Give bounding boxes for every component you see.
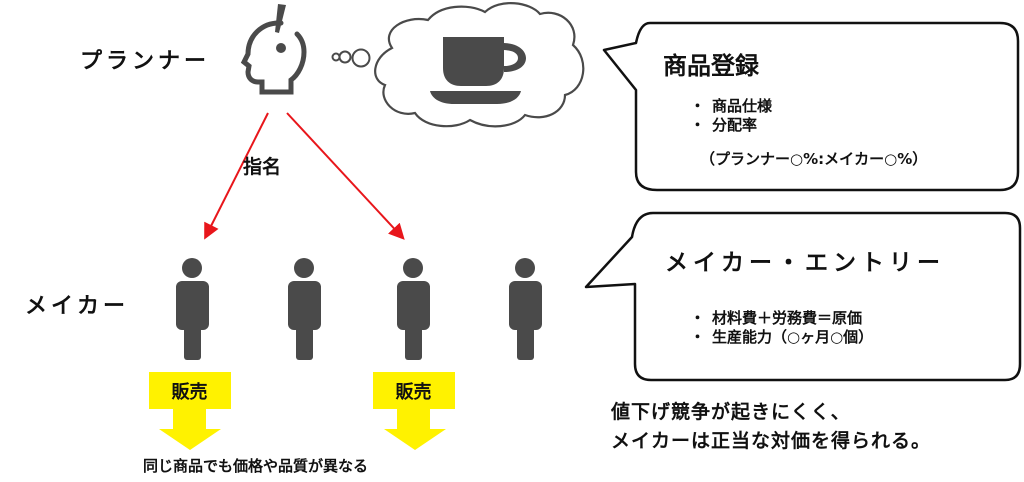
planner-label: プランナー [80,48,211,74]
sale-arrow-left [149,372,231,450]
maker-entry-list: ・材料費＋労務費＝原価 ・生産能力（○ヶ月○個） [690,309,873,347]
person-icon [288,258,321,360]
speech-bubble-product-registration [602,21,1020,192]
maker-entry-title: メイカー・エントリー [665,249,945,276]
product-registration-list: ・商品仕様 ・分配率 [690,97,772,135]
distribution-rate-note: （プランナー○%:メイカー○%） [700,150,928,168]
maker-label: メイカー [25,293,130,319]
person-icon [509,258,542,360]
speech-bubble-maker-entry [584,211,1022,382]
product-registration-title: 商品登録 [663,52,759,80]
list-item: ・材料費＋労務費＝原価 [690,309,863,327]
coffee-cup-icon [430,37,526,104]
list-item: ・生産能力（○ヶ月○個） [690,328,874,346]
person-icon [176,258,209,360]
exclamation-icon [275,4,286,53]
nomination-label: 指名 [243,156,282,178]
list-item: ・商品仕様 [690,97,773,115]
conclusion-line-2: メイカーは正当な対価を得られる。 [611,430,932,452]
nomination-arrow-right [286,112,405,240]
conclusion-line-1: 値下げ競争が起きにくく、 [611,401,851,423]
sales-caption: 同じ商品でも価格や品質が異なる [143,457,369,475]
sale-label-right: 販売 [395,382,432,403]
conclusion-text: 値下げ競争が起きにくく、 メイカーは正当な対価を得られる。 [611,398,931,456]
head-idea-icon [240,20,307,95]
sale-arrow-right [373,372,455,450]
nomination-arrow-left [204,112,269,240]
thought-trail-icon [331,48,371,68]
person-icon [397,258,430,360]
list-item: ・分配率 [690,116,758,134]
sale-label-left: 販売 [171,382,208,403]
